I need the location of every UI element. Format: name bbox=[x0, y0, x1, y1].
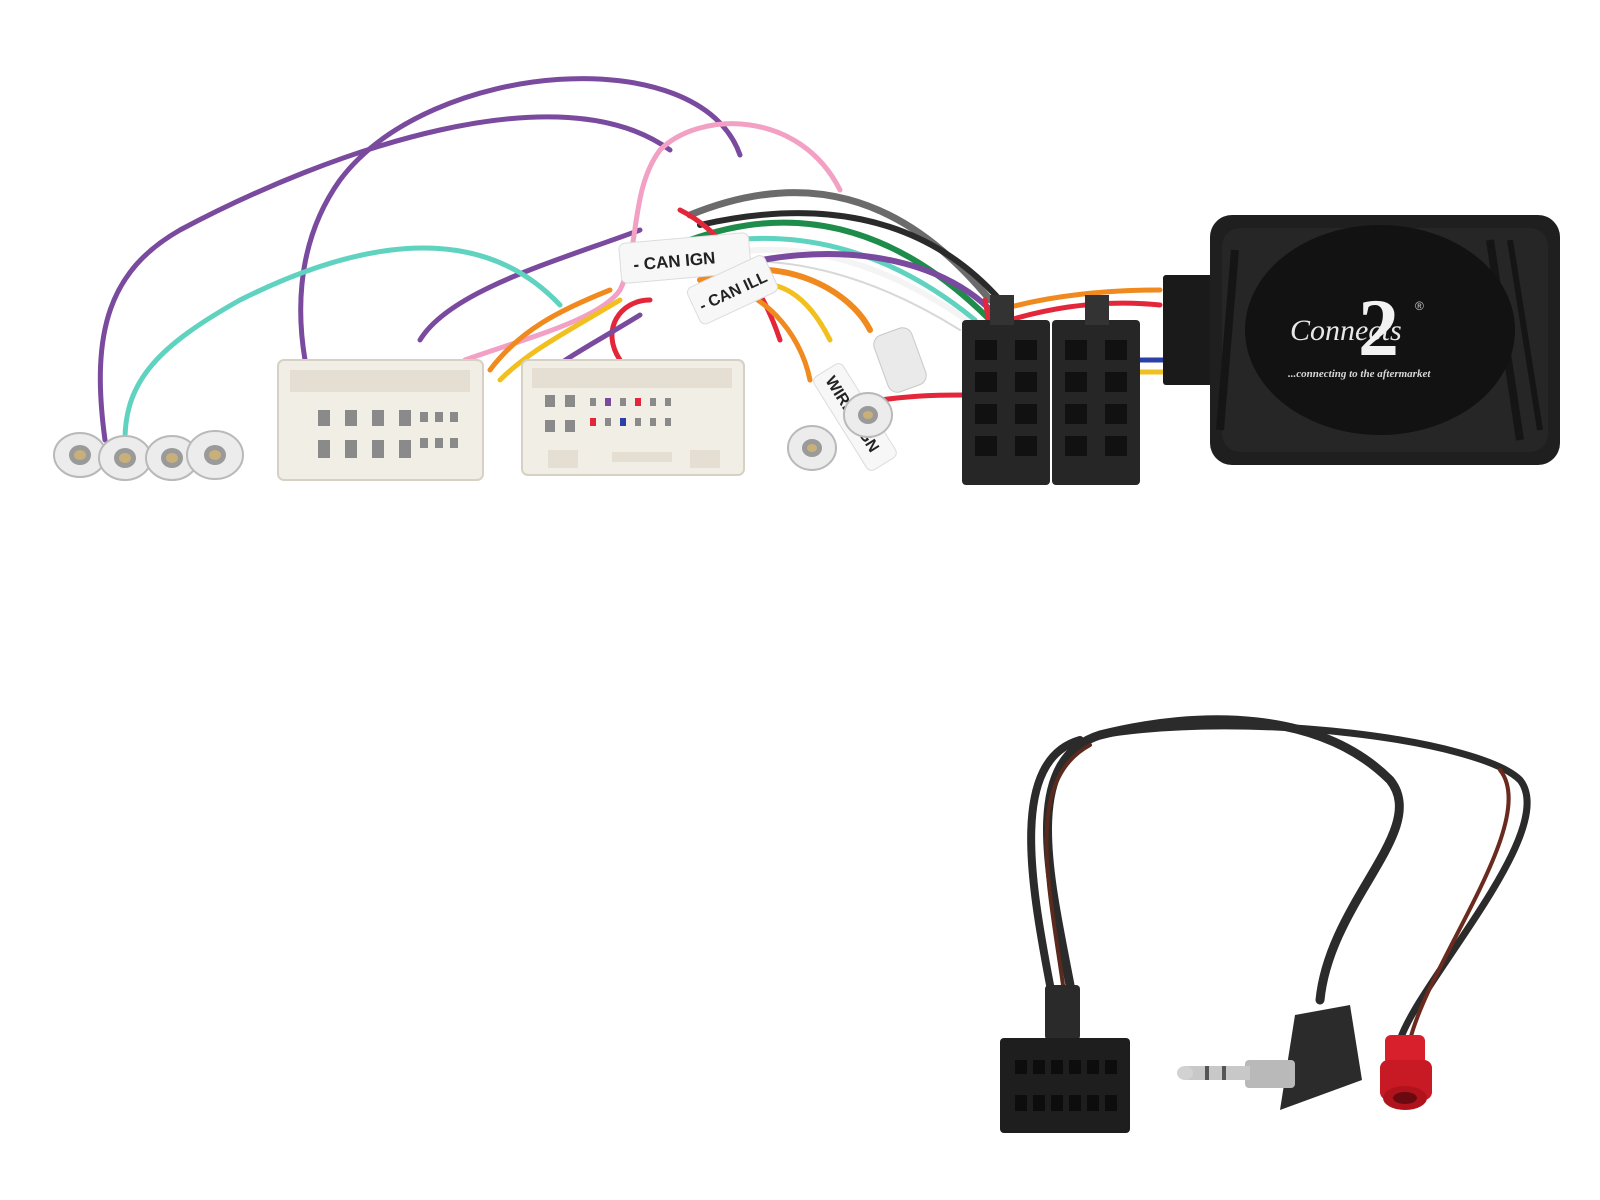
module-tagline: ...connecting to the aftermarket bbox=[1288, 368, 1431, 380]
iso-connector-right bbox=[1052, 295, 1140, 485]
jack-3-5mm bbox=[1177, 1005, 1362, 1110]
module-plug bbox=[1163, 275, 1218, 385]
iso-connector-left bbox=[962, 295, 1050, 485]
wire-label-can-ign: - CAN IGN bbox=[618, 232, 752, 284]
bullet-terminals-middle bbox=[787, 327, 927, 471]
interface-module: Connects 2 ® ...connecting to the afterm… bbox=[1210, 215, 1560, 465]
white-connector-2 bbox=[521, 359, 745, 476]
module-brand-number: 2 bbox=[1358, 282, 1399, 373]
module-brand-name: Connects bbox=[1290, 314, 1402, 347]
steering-lead bbox=[1027, 715, 1531, 1044]
registered-mark: ® bbox=[1415, 299, 1424, 313]
twelve-pin-plug bbox=[1000, 985, 1130, 1133]
antenna-plug bbox=[1380, 1035, 1432, 1110]
bullet-terminals-left bbox=[53, 430, 244, 481]
white-connector-1 bbox=[277, 359, 484, 481]
